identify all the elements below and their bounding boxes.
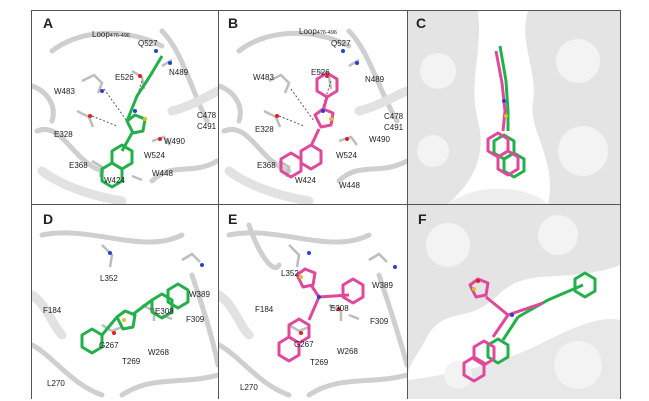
protein-structure-b bbox=[219, 11, 407, 204]
panel-b-label: B bbox=[228, 15, 239, 31]
divider bbox=[218, 11, 219, 399]
residue-label: E328 bbox=[255, 125, 274, 134]
residue-label: W483 bbox=[54, 87, 75, 96]
residue-label: W490 bbox=[369, 135, 390, 144]
residue-label: W524 bbox=[144, 151, 165, 160]
residue-label: C491 bbox=[197, 122, 217, 131]
residue-label: L352 bbox=[100, 274, 118, 283]
protein-structure-a bbox=[32, 11, 218, 204]
residue-label: N489 bbox=[365, 75, 385, 84]
panel-d-label: D bbox=[43, 211, 54, 227]
residue-label: W389 bbox=[189, 290, 210, 299]
residue-label: E328 bbox=[54, 130, 73, 139]
protein-structure-e bbox=[219, 205, 407, 399]
residue-label: G267 bbox=[294, 340, 314, 349]
residue-label: E308 bbox=[155, 307, 174, 316]
divider bbox=[407, 11, 408, 399]
divider bbox=[32, 204, 620, 205]
residue-label: Loop476-496 bbox=[299, 27, 337, 36]
residue-label: Q527 bbox=[331, 39, 351, 48]
panel-e: E L352 W389 F184 E308 F309 G267 W268 T26… bbox=[219, 205, 407, 399]
residue-label: T269 bbox=[310, 358, 329, 367]
panel-a: A Loop476-496 Q527 N489 E526 W483 C478 C… bbox=[32, 11, 218, 204]
residue-label: Loop476-496 bbox=[92, 30, 130, 39]
surface-view-f bbox=[408, 205, 620, 399]
protein-structure-d bbox=[32, 205, 218, 399]
panel-f: F bbox=[408, 205, 620, 399]
residue-label: E526 bbox=[115, 73, 134, 82]
residue-label: C478 bbox=[384, 112, 404, 121]
residue-label: F184 bbox=[43, 306, 62, 315]
residue-label: W268 bbox=[148, 348, 169, 357]
residue-label: W268 bbox=[337, 347, 358, 356]
panel-e-label: E bbox=[228, 211, 238, 227]
residue-label: E526 bbox=[311, 68, 330, 77]
residue-label: L270 bbox=[47, 379, 65, 388]
residue-label: G267 bbox=[99, 341, 119, 350]
panel-b: B Loop476-496 Q527 N489 E526 W483 C478 C… bbox=[219, 11, 407, 204]
residue-label: E368 bbox=[257, 161, 276, 170]
residue-label: L352 bbox=[281, 269, 299, 278]
residue-label: C491 bbox=[384, 123, 404, 132]
surface-view-c bbox=[408, 11, 620, 204]
residue-label: W490 bbox=[164, 137, 185, 146]
residue-label: W524 bbox=[336, 151, 357, 160]
residue-label: W424 bbox=[295, 176, 316, 185]
panel-grid: A Loop476-496 Q527 N489 E526 W483 C478 C… bbox=[31, 10, 621, 399]
residue-label: W448 bbox=[339, 181, 360, 190]
residue-label: N489 bbox=[169, 68, 189, 77]
residue-label: F309 bbox=[370, 317, 389, 326]
panel-a-label: A bbox=[43, 15, 54, 31]
residue-label: L270 bbox=[240, 383, 258, 392]
residue-label: W483 bbox=[253, 73, 274, 82]
residue-label: F309 bbox=[186, 315, 205, 324]
residue-label: F184 bbox=[255, 305, 274, 314]
residue-label: W448 bbox=[152, 169, 173, 178]
residue-label: E308 bbox=[330, 304, 349, 313]
residue-label: W389 bbox=[372, 281, 393, 290]
residue-label: T269 bbox=[122, 357, 141, 366]
residue-label: Q527 bbox=[138, 39, 158, 48]
panel-c: C bbox=[408, 11, 620, 204]
residue-label: W424 bbox=[104, 176, 125, 185]
panel-f-label: F bbox=[418, 211, 427, 227]
panel-d: D L352 W389 F184 E308 F309 G267 W268 T26… bbox=[32, 205, 218, 399]
panel-c-label: C bbox=[416, 15, 427, 31]
residue-label: E368 bbox=[69, 161, 88, 170]
residue-label: C478 bbox=[197, 111, 217, 120]
